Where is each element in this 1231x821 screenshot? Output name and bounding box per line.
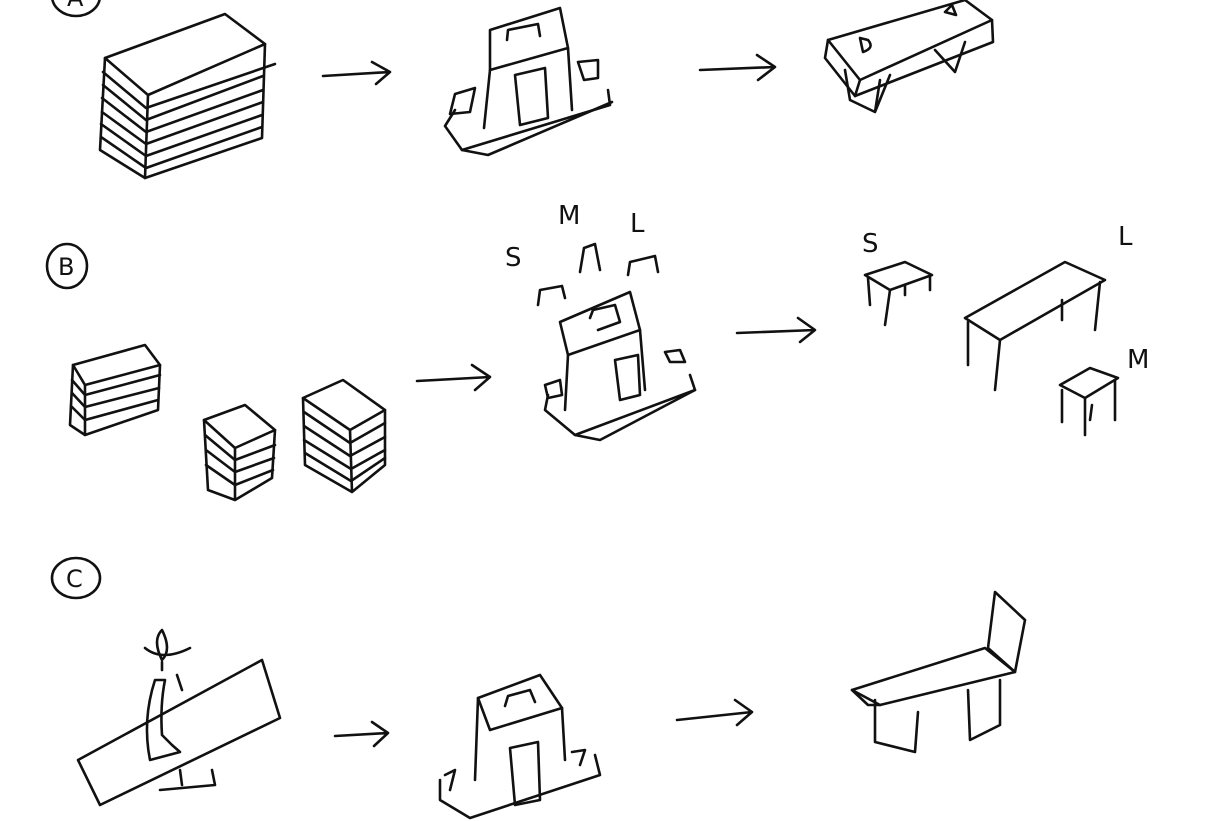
table-size-l: L (1118, 222, 1133, 252)
bench-product (823, 0, 995, 114)
stacked-boards-large (98, 12, 277, 180)
table-size-m: M (1127, 345, 1149, 375)
mold-size-s: S (505, 243, 522, 273)
mold-size-labels: S M L (505, 201, 660, 307)
mold-size-m: M (558, 201, 580, 231)
row-c-label: C (66, 565, 83, 593)
arrow-icon (698, 53, 777, 82)
table-large: L (963, 222, 1133, 392)
arrow-icon (735, 316, 817, 344)
mold-size-l: L (630, 209, 645, 239)
stacked-boards-small-1 (68, 343, 162, 437)
row-a: A (51, 0, 995, 180)
row-b-marker: B (45, 242, 89, 290)
arrow-icon (675, 698, 754, 727)
molding-machine (438, 673, 602, 820)
molding-machine (443, 6, 614, 157)
board-with-person (76, 628, 282, 807)
table-size-s: S (862, 229, 879, 259)
row-a-label: A (67, 0, 84, 12)
row-c: C (50, 556, 1027, 820)
row-b-label: B (58, 253, 74, 281)
bench-with-backrest (850, 590, 1027, 754)
molding-machine (543, 290, 697, 442)
arrow-icon (415, 363, 492, 392)
row-c-marker: C (50, 556, 102, 600)
row-b: B S M L (45, 201, 1149, 502)
stacked-boards-small-2 (202, 403, 277, 502)
stacked-boards-small-3 (301, 378, 387, 494)
table-medium: M (1058, 345, 1149, 437)
arrow-icon (333, 720, 390, 748)
row-a-marker: A (51, 0, 101, 18)
arrow-icon (321, 60, 392, 86)
table-small: S (862, 229, 934, 327)
